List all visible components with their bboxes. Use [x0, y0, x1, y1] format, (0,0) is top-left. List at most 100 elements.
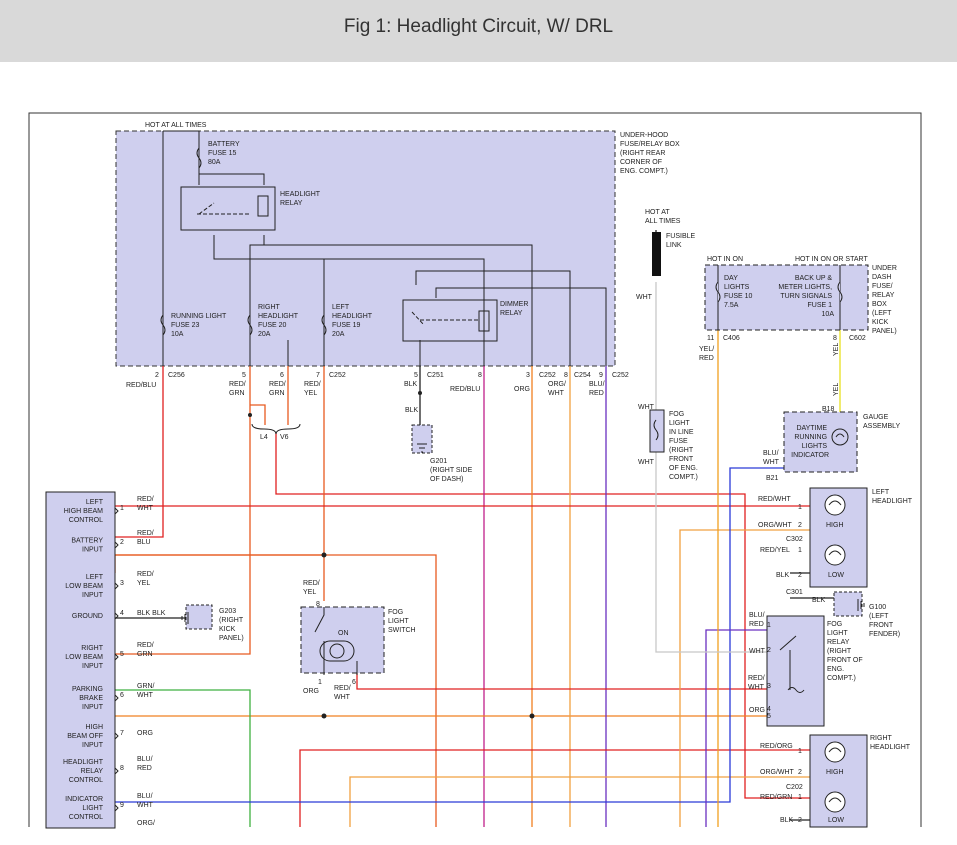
module-wire-label: BLK BLK [137, 610, 166, 617]
svg-text:RED/YEL: RED/YEL [760, 547, 790, 554]
svg-text:RED/GRN: RED/GRN [760, 794, 792, 801]
headlight-relay-label: HEADLIGHT RELAY [280, 191, 322, 207]
svg-text:C251: C251 [427, 372, 444, 379]
fuse-box-title: UNDER-HOOD FUSE/RELAY BOX (RIGHT REAR CO… [620, 132, 682, 175]
svg-text:C602: C602 [849, 335, 866, 342]
module-pin-marker [114, 541, 119, 549]
svg-text:C406: C406 [723, 335, 740, 342]
svg-text:BACK UP & METER LIGHTS,: BACK UP & METER LIGHTS, TURN SIGNALS FUS… [778, 275, 834, 318]
module-pin-marker [114, 732, 119, 740]
svg-text:5: 5 [242, 372, 246, 379]
svg-text:WHT: WHT [638, 404, 655, 411]
svg-text:2: 2 [798, 522, 802, 529]
svg-text:ORG/WHT: ORG/WHT [758, 522, 793, 529]
left-headlight-fuse-label: LEFT HEADLIGHT FUSE 19 20A [332, 304, 374, 338]
svg-text:ORG/WHT: ORG/WHT [760, 769, 795, 776]
hot-at-all-times-label: HOT AT ALL TIMES [145, 122, 207, 129]
svg-text:ORG: ORG [514, 386, 530, 393]
wire-runs [114, 230, 841, 827]
svg-text:RED/BLU: RED/BLU [450, 386, 480, 393]
running-light-fuse-symbol [160, 314, 166, 336]
svg-text:C302: C302 [786, 536, 803, 543]
splice-points [248, 391, 535, 719]
svg-text:ON: ON [338, 630, 349, 637]
module-pin-number: 8 [120, 765, 124, 772]
svg-text:DAY LIGHTS FUSE 10: DAY LIGHTS FUSE 10 7.5A [724, 275, 754, 309]
module-pin-marker [114, 507, 119, 515]
svg-text:L4: L4 [260, 434, 268, 441]
svg-text:C301: C301 [786, 589, 803, 596]
svg-text:BLK: BLK [780, 817, 794, 824]
module-pin-number: 7 [120, 730, 124, 737]
dimmer-relay-label: DIMMER RELAY [500, 301, 530, 317]
svg-text:UNDER DASH FUSE/: UNDER DASH FUSE/ RELAY BOX (LEFT KICK PA… [872, 265, 899, 335]
module-pin-number: 9 [120, 802, 124, 809]
svg-text:LOW: LOW [828, 817, 844, 824]
svg-text:HOT IN ON: HOT IN ON [707, 256, 743, 263]
svg-text:ORG/WHT: ORG/WHT [548, 381, 566, 397]
svg-text:2: 2 [798, 769, 802, 776]
svg-text:5: 5 [767, 713, 771, 720]
svg-text:5: 5 [414, 372, 418, 379]
svg-text:LOW: LOW [828, 572, 844, 579]
right-headlight-fuse-symbol [247, 314, 253, 336]
svg-text:C252: C252 [612, 372, 629, 379]
module-pin-marker [114, 804, 119, 812]
fuse-box-wire-labels: RED/BLU RED/GRN RED/GRN RED/YEL BLK BLK … [126, 381, 605, 441]
svg-text:6: 6 [352, 679, 356, 686]
svg-text:4: 4 [767, 706, 771, 713]
fuse-box-outline [115, 130, 616, 367]
module-wire-label: ORG [137, 730, 153, 737]
module-row-label: GROUND [72, 613, 103, 620]
svg-text:6: 6 [280, 372, 284, 379]
svg-text:YEL: YEL [833, 343, 840, 356]
svg-text:WHT: WHT [638, 459, 655, 466]
module-pin-number: 5 [120, 651, 124, 658]
svg-text:RED/ORG: RED/ORG [760, 743, 793, 750]
svg-text:FOG LIGHT IN LINE: FOG LIGHT IN LINE FUSE (RIGHT FRONT OF E… [669, 411, 700, 481]
svg-text:FOG LIGHT RELAY: FOG LIGHT RELAY (RIGHT FRONT OF ENG. COM… [827, 621, 865, 682]
module-pin-number: 6 [120, 692, 124, 699]
svg-text:DAYTIME RUNNING LI: DAYTIME RUNNING LIGHTS INDICATOR [791, 425, 829, 459]
svg-text:2: 2 [798, 572, 802, 579]
svg-text:G100 (LEFT FRONT: G100 (LEFT FRONT FENDER) [869, 604, 900, 638]
svg-text:2: 2 [767, 647, 771, 654]
svg-text:C252: C252 [539, 372, 556, 379]
svg-text:BLK: BLK [405, 407, 419, 414]
svg-text:C202: C202 [786, 784, 803, 791]
svg-text:BLU/RED: BLU/RED [749, 612, 765, 628]
module-wire-label: RED/GRN [137, 642, 154, 658]
svg-text:1: 1 [318, 679, 322, 686]
module-wire-label: RED/YEL [137, 571, 154, 587]
running-light-fuse-label: RUNNING LIGHT FUSE 23 10A [171, 313, 228, 338]
svg-text:2: 2 [155, 372, 159, 379]
svg-text:7: 7 [316, 372, 320, 379]
svg-text:C256: C256 [168, 372, 185, 379]
module-wire-label: RED/BLU [137, 530, 154, 546]
module-pin-marker [114, 653, 119, 661]
svg-text:FOG LIGHT SWITCH: FOG LIGHT SWITCH [388, 609, 416, 634]
svg-text:YEL/RED: YEL/RED [699, 346, 714, 362]
svg-text:HIGH: HIGH [826, 769, 844, 776]
module-pin-number: 1 [120, 505, 124, 512]
svg-text:RED/GRN: RED/GRN [229, 381, 246, 397]
svg-text:HIGH: HIGH [826, 522, 844, 529]
svg-text:WHT: WHT [749, 648, 766, 655]
module-wire-label: BLU/RED [137, 756, 153, 772]
svg-text:WHT: WHT [636, 294, 653, 301]
module-pin-marker [114, 582, 119, 590]
svg-text:RED/WHT: RED/WHT [334, 685, 351, 701]
svg-text:8: 8 [316, 601, 320, 608]
